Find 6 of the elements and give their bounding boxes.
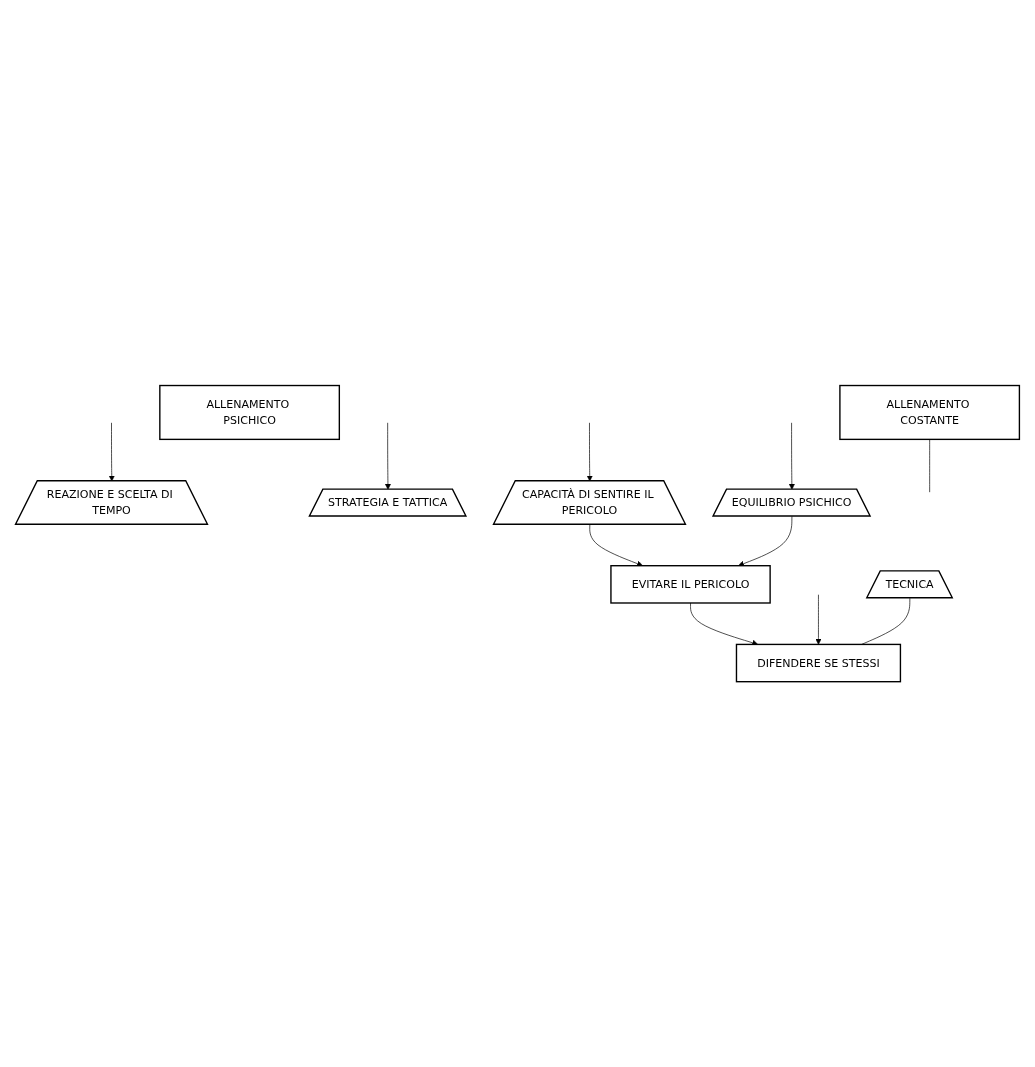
node-box: ALLENAMENTO PSICHICO <box>159 384 341 440</box>
node-box: EVITARE IL PERICOLO <box>610 564 771 604</box>
connector <box>861 597 911 645</box>
connector <box>929 438 930 493</box>
node-box: DIFENDERE SE STESSI <box>735 643 902 683</box>
node-box: ALLENAMENTO COSTANTE <box>839 384 1021 440</box>
